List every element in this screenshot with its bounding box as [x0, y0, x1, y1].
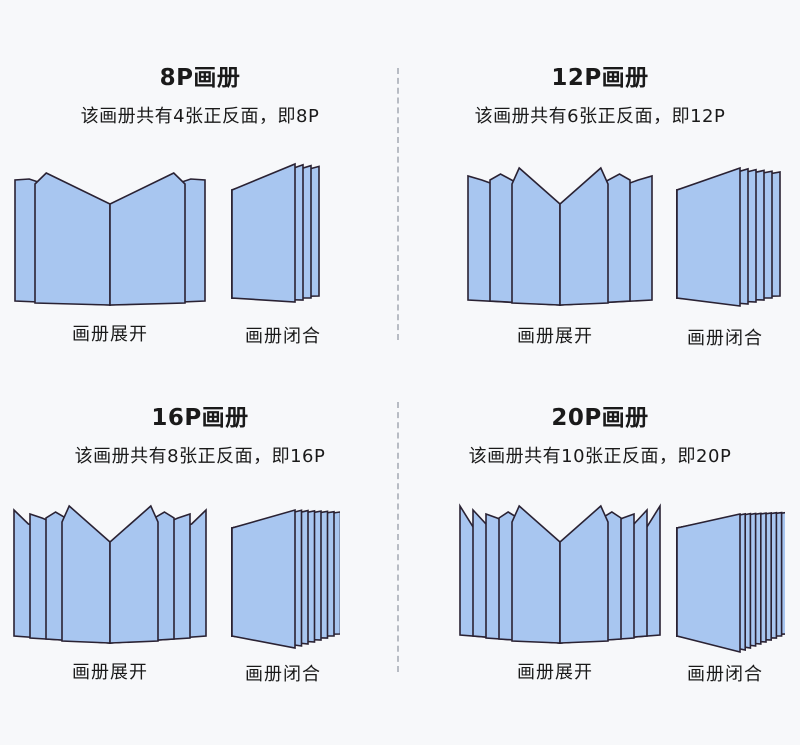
- open-caption: 画册展开: [72, 324, 148, 345]
- open-page-left-1: [511, 166, 561, 306]
- open-page-right-1: [559, 504, 609, 644]
- panel-8p: 8P画册 该画册共有4张正反面，即8P 画册展开 画册闭合: [0, 0, 400, 372]
- closed-page-1: [676, 166, 741, 307]
- closed-brochure-illustration: [231, 162, 320, 303]
- open-page-right-1: [109, 504, 159, 644]
- open-brochure-illustration: [459, 503, 661, 644]
- open-page-right-1: [559, 166, 609, 306]
- open-page-right-1: [109, 172, 186, 306]
- panel-16p: 16P画册 该画册共有8张正反面，即16P 画册展开 画册闭合: [0, 340, 400, 712]
- open-brochure-illustration: [14, 172, 206, 306]
- open-brochure-illustration: [13, 504, 207, 644]
- closed-page-1: [231, 162, 296, 303]
- panel-description: 该画册共有6张正反面，即12P: [474, 106, 726, 127]
- closed-caption: 画册闭合: [245, 664, 321, 685]
- panel-description: 该画册共有10张正反面，即20P: [468, 446, 732, 467]
- divider-top: [397, 68, 399, 340]
- open-caption: 画册展开: [517, 662, 593, 683]
- open-caption: 画册展开: [72, 662, 148, 683]
- panel-description: 该画册共有8张正反面，即16P: [74, 446, 326, 467]
- panel-12p: 12P画册 该画册共有6张正反面，即12P 画册展开 画册闭合: [400, 0, 800, 372]
- panel-title: 20P画册: [551, 405, 649, 431]
- open-brochure-illustration: [467, 166, 653, 306]
- closed-caption: 画册闭合: [687, 664, 763, 685]
- divider-bottom: [397, 402, 399, 672]
- open-page-left-1: [61, 504, 111, 644]
- closed-caption: 画册闭合: [245, 326, 321, 347]
- closed-brochure-illustration: [676, 511, 785, 654]
- closed-brochure-illustration: [676, 166, 781, 307]
- panel-description: 该画册共有4张正反面，即8P: [80, 106, 320, 127]
- open-page-left-1: [34, 172, 111, 306]
- panel-20p: 20P画册 该画册共有10张正反面，即20P 画册展开 画册闭合: [400, 340, 800, 712]
- open-page-left-1: [511, 504, 561, 644]
- panel-title: 12P画册: [551, 65, 649, 91]
- closed-brochure-illustration: [231, 508, 340, 649]
- closed-page-1: [676, 513, 741, 654]
- panel-title: 16P画册: [151, 405, 249, 431]
- closed-page-1: [231, 508, 296, 649]
- closed-caption: 画册闭合: [687, 328, 763, 349]
- open-caption: 画册展开: [517, 326, 593, 347]
- panel-title: 8P画册: [159, 65, 241, 91]
